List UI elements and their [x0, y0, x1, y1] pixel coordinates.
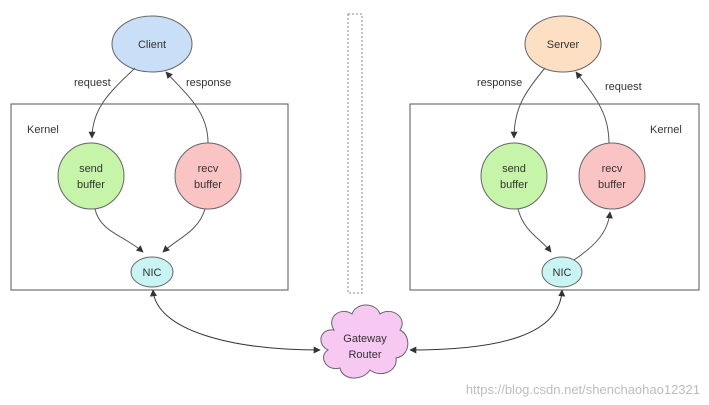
left-response-arrow	[165, 71, 209, 144]
gateway-label-line1: Gateway	[343, 333, 387, 345]
right-request-label: request	[605, 81, 642, 93]
right-response-arrow	[510, 67, 546, 139]
right-nic-to-recv-arrow	[573, 211, 613, 261]
left-response-label: response	[186, 77, 231, 89]
right-response-label: response	[477, 77, 522, 89]
watermark-text: https://blog.csdn.net/shenchaohao12321	[466, 382, 700, 397]
gateway-label-line2: Router	[348, 349, 381, 361]
left-nic-label: NIC	[143, 267, 162, 279]
left-kernel-label: Kernel	[27, 124, 59, 136]
right-request-arrow	[575, 71, 610, 144]
left-recv-buffer-line1: recv	[198, 163, 219, 175]
right-recv-buffer-line2: buffer	[598, 179, 626, 191]
server-label: Server	[547, 39, 580, 51]
right-nic-gateway-link	[409, 289, 566, 354]
right-send-to-nic-arrow	[517, 208, 552, 253]
left-send-buffer-node	[57, 142, 125, 210]
gateway-router-node	[320, 304, 409, 379]
right-send-buffer-line2: buffer	[500, 179, 528, 191]
left-nic-node	[130, 256, 174, 288]
client-node	[111, 15, 193, 73]
right-send-buffer-line1: send	[502, 163, 526, 175]
left-recv-buffer-line2: buffer	[194, 179, 222, 191]
left-request-arrow	[88, 67, 136, 139]
right-recv-buffer-node	[578, 142, 646, 210]
left-send-to-nic-arrow	[94, 208, 144, 253]
server-node	[524, 15, 602, 73]
client-label: Client	[138, 39, 166, 51]
left-recv-to-nic-arrow	[162, 208, 206, 253]
right-send-buffer-node	[480, 142, 548, 210]
left-request-label: request	[74, 77, 111, 89]
left-nic-gateway-link	[149, 289, 321, 354]
center-divider	[347, 13, 363, 294]
right-nic-label: NIC	[553, 267, 572, 279]
left-send-buffer-line1: send	[79, 163, 103, 175]
right-nic-node	[541, 256, 583, 288]
left-send-buffer-line2: buffer	[77, 179, 105, 191]
right-kernel-label: Kernel	[650, 124, 682, 136]
right-recv-buffer-line1: recv	[602, 163, 623, 175]
left-recv-buffer-node	[174, 142, 242, 210]
left-kernel-box	[10, 103, 289, 291]
